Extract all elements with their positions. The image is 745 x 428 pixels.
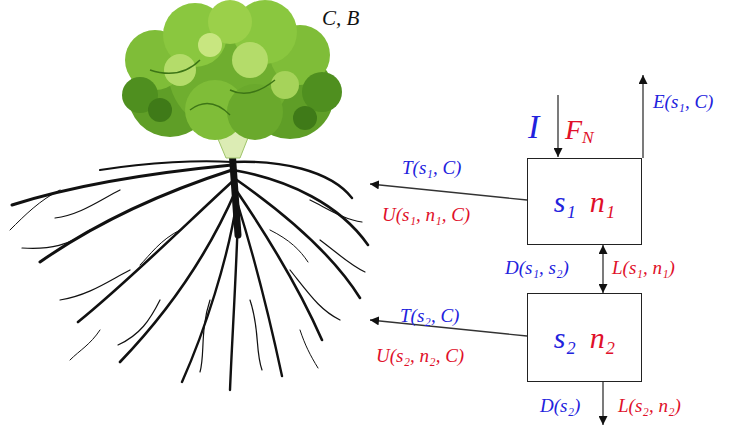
state-variable: s₂ [554, 323, 576, 353]
flux-label: E(s₁, C) [653, 92, 713, 111]
flux-label: D(s₂) [540, 396, 580, 415]
flux-arrow [370, 184, 527, 200]
fertilizer-label: FN [565, 116, 594, 147]
soil-layer-box: s₁ n₁ [527, 158, 642, 245]
soil-layer-box: s₂ n₂ [527, 293, 642, 382]
evaporation-arrow [642, 75, 643, 158]
input-arrow [557, 95, 558, 157]
state-variable: s₁ [554, 187, 576, 217]
plant-node: C, B [0, 0, 370, 395]
drainage-arrow [602, 382, 603, 425]
flux-label: T(s₂, C) [400, 306, 459, 325]
roots [10, 150, 368, 390]
input-label: I [528, 110, 539, 144]
flux-arrow [602, 245, 603, 293]
flux-label: U(s₂, n₂, C) [376, 346, 464, 365]
flux-label: L(s₁, n₁) [612, 258, 675, 277]
flux-label: D(s₁, s₂) [505, 258, 569, 277]
state-variable: n₁ [590, 187, 615, 217]
lettuce-head [122, 0, 342, 158]
plant-state-label: C, B [322, 8, 359, 29]
flux-label: T(s₁, C) [402, 158, 461, 177]
state-variable: n₂ [590, 323, 615, 353]
flux-label: U(s₁, n₁, C) [382, 205, 470, 224]
flux-label: L(s₂, n₂) [618, 396, 681, 415]
